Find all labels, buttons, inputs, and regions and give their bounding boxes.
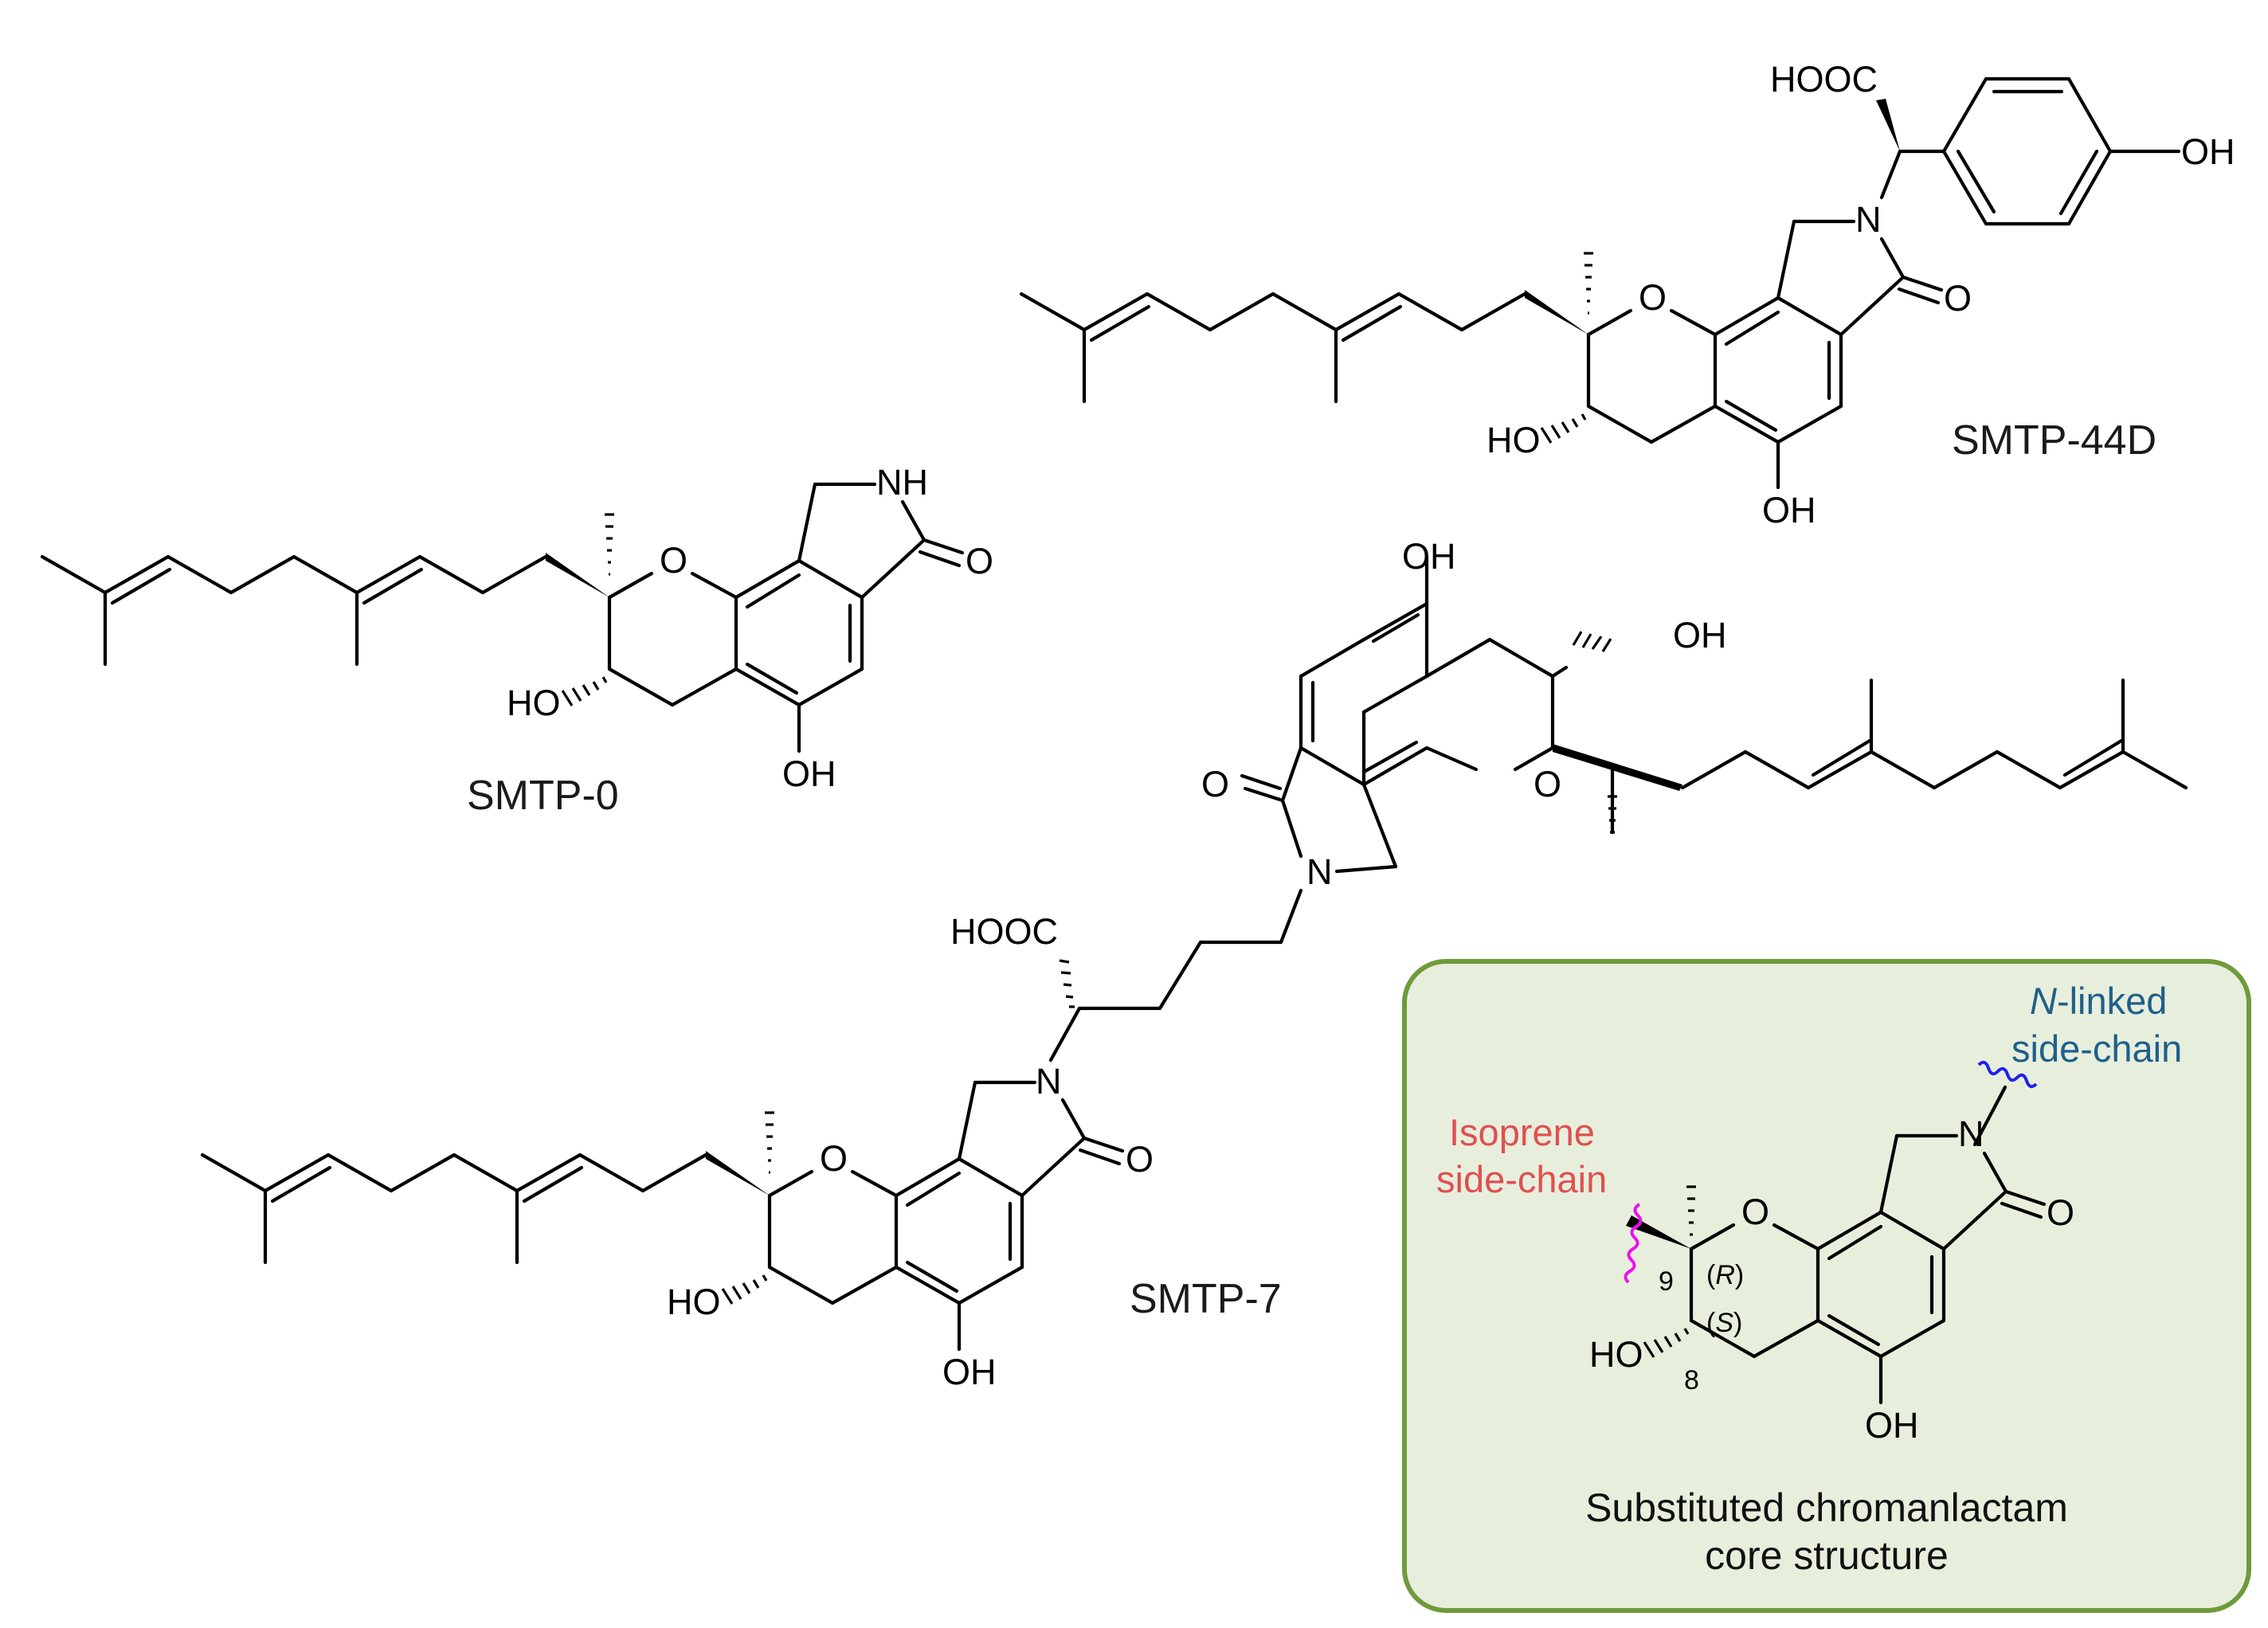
smtp-44d-carbonyl-o-label: O [1944, 278, 1972, 319]
smtp-0-structure: NH O O HO OH SMTP-0 [40, 462, 993, 819]
smtp-0-ho-label: HO [507, 683, 561, 723]
smtp-0-carbonyl-o-label: O [966, 541, 993, 581]
smtp-0-name: SMTP-0 [467, 773, 619, 819]
core-caption-line1: Substituted chromanlactam [1585, 1485, 2068, 1530]
n-linked-wavy-line [1977, 1060, 2038, 1089]
core-n-label: N [1958, 1113, 1984, 1154]
smtp-44d-n-label: N [1855, 199, 1882, 240]
smtp-7-lower-oh-label: OH [942, 1352, 997, 1392]
smtp-7-lower-n-label: N [1036, 1061, 1062, 1102]
smtp-7-upper-oh-side-label: OH [1673, 615, 1727, 656]
smtp-7-name: SMTP-7 [1130, 1276, 1282, 1322]
core-structure-panel: N-linked side-chain Isoprene side-chain [1402, 959, 2251, 1613]
smtp-44d-phenol-oh-label: OH [2181, 131, 2235, 172]
core-carbonyl-o-label: O [2047, 1192, 2074, 1233]
isoprene-wavy-line [1624, 1203, 1643, 1284]
smtp-44d-name: SMTP-44D [1952, 417, 2156, 464]
smtp-7-lower-ho-label: HO [667, 1282, 721, 1322]
core-bonds [1624, 1060, 2047, 1405]
smtp-7-structure: HOOC OH OH O N O N O O HO OH SMTP-7 [200, 536, 2188, 1392]
smtp-44d-oh-label: OH [1762, 490, 1816, 530]
smtp-7-upper-carbonyl-o-label: O [1201, 764, 1229, 804]
smtp-0-nh-label: NH [876, 462, 928, 503]
smtp-7-upper-ring-o-label: O [1534, 764, 1561, 804]
smtp-7-bonds [200, 555, 2188, 1352]
smtp-0-oh-label: OH [782, 753, 836, 794]
isoprene-label-line1: Isoprene [1449, 1111, 1595, 1153]
smtp-0-ring-o-label: O [660, 540, 687, 581]
locant-9: 9 [1659, 1266, 1674, 1297]
core-caption-line2: core structure [1705, 1533, 1949, 1578]
smtp-7-upper-n-label: N [1306, 851, 1333, 892]
core-structure-box [1402, 959, 2251, 1613]
stereo-s-label: (S) [1706, 1308, 1742, 1338]
smtp-7-lower-ring-o-label: O [820, 1138, 848, 1179]
smtp-44d-hooc-label: HOOC [1770, 59, 1878, 100]
core-ho-label: HO [1589, 1334, 1643, 1375]
smtp-7-upper-oh-top-label: OH [1402, 536, 1456, 577]
smtp-0-bonds [40, 482, 965, 753]
smtp-44d-structure: HOOC OH N O O HO OH SMTP-44D [1019, 59, 2235, 530]
core-ring-o-label: O [1741, 1192, 1769, 1232]
smtp-7-hooc-label: HOOC [950, 911, 1058, 952]
smtp-44d-ring-o-label: O [1639, 277, 1667, 318]
smtp-44d-ho-label: HO [1487, 420, 1541, 460]
n-linked-label-line2: side-chain [2011, 1027, 2182, 1070]
isoprene-label-line2: side-chain [1436, 1158, 1607, 1200]
smtp-7-lower-carbonyl-o-label: O [1126, 1139, 1154, 1180]
stereo-r-label: (R) [1706, 1260, 1744, 1290]
core-oh-label: OH [1865, 1405, 1919, 1446]
locant-8: 8 [1684, 1365, 1699, 1395]
smtp-44d-bonds [1019, 76, 2181, 490]
n-linked-label: N-linked [2030, 980, 2167, 1022]
